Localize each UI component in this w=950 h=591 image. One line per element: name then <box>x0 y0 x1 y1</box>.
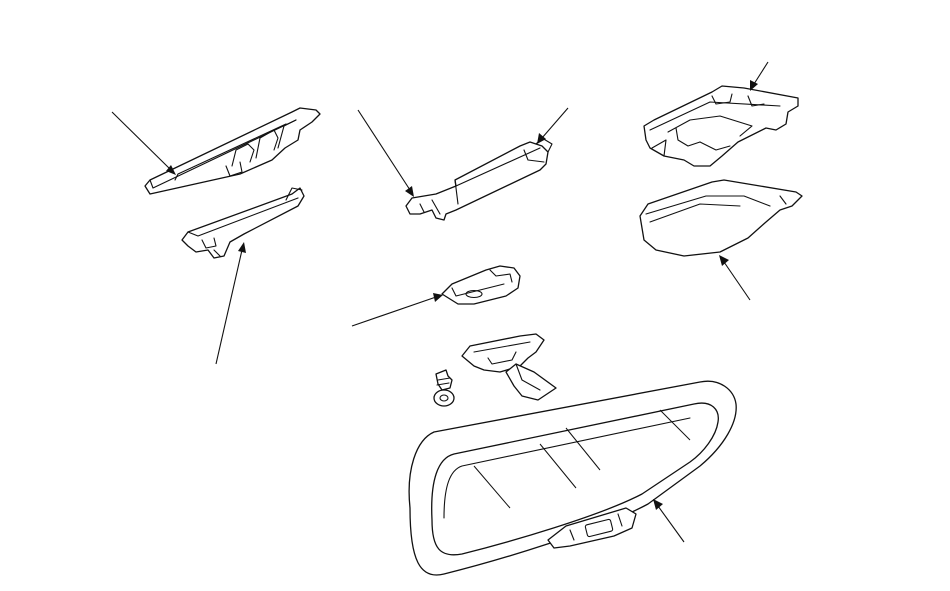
right-frame <box>643 85 799 167</box>
center-upper-cover <box>405 137 553 221</box>
callout-left-upper-cover <box>111 111 176 175</box>
callout-left-lower-bracket <box>215 242 246 365</box>
callout-center-clip <box>351 293 443 327</box>
rearview-mirror <box>408 333 737 576</box>
callout-right-cover <box>719 255 751 301</box>
callout-right-frame <box>750 61 769 91</box>
screw <box>433 369 455 407</box>
center-clip <box>441 265 521 305</box>
callouts <box>111 61 769 543</box>
right-cover <box>639 179 803 257</box>
left-upper-cover <box>144 107 321 195</box>
callout-rearview-mirror <box>653 499 685 543</box>
left-lower-bracket <box>181 187 305 259</box>
callout-center-upper-left <box>357 109 414 197</box>
callout-center-upper-right <box>537 107 569 144</box>
